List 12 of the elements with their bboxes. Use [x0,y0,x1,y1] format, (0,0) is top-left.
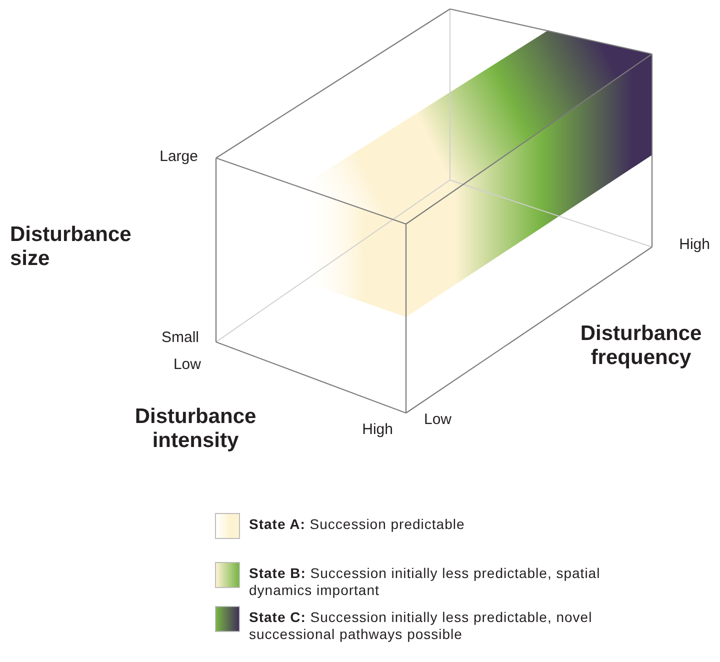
tick-label: Large [158,148,198,166]
axis-title: Disturbance size [10,223,132,271]
tick-label: Small [160,329,199,347]
axis-title: Disturbance intensity [134,405,258,453]
tick-label: Low [172,356,201,374]
legend-text: State C: Succession initially less predictable, novel successional pathways possible [249,609,594,643]
legend-text: State A: Succession predictable [249,516,466,533]
legend-text: State B: Succession initially less predictable, spatial dynamics important [249,565,602,599]
tick-label: High [361,421,393,439]
axis-title: Disturbance frequency [579,322,703,370]
tick-label: High [678,236,710,254]
tick-label: Low [424,411,453,429]
